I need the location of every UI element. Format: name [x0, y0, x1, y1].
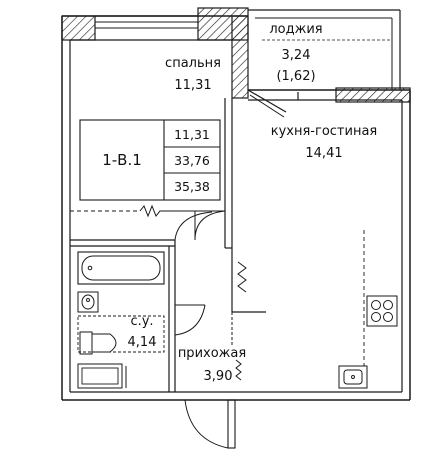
kitchen-living-area: 14,41: [305, 146, 342, 161]
loggia-area-reduced: (1,62): [276, 69, 315, 84]
washer-area: [77, 315, 165, 353]
hatched-columns: [61, 7, 411, 103]
bathroom-door: [174, 304, 206, 336]
partition-bedroom-kitchen: [224, 98, 233, 249]
bathtub-icon: [77, 251, 165, 285]
bedroom-boundary: [70, 204, 225, 218]
bath-cabinet: [77, 363, 127, 389]
hallway-name: прихожая: [178, 346, 246, 361]
bathroom-name: с.у.: [130, 314, 153, 329]
loggia-outline: [248, 9, 401, 90]
kitchen-sink-icon: [338, 365, 368, 389]
kitchen-living-name: кухня-гостиная: [271, 124, 378, 139]
toilet-icon: [79, 331, 117, 355]
bedroom-area: 11,31: [174, 78, 211, 93]
bedroom-door: [174, 210, 226, 241]
bedroom-name: спальня: [165, 56, 221, 71]
loggia-door: [247, 89, 299, 118]
unit-living-area: 11,31: [174, 127, 210, 142]
hallway-area: 3,90: [204, 369, 233, 384]
entry-door: [184, 399, 236, 449]
bathroom-walls: [70, 239, 176, 392]
bathroom-area: 4,14: [128, 335, 157, 350]
unit-code: 1-В.1: [102, 151, 142, 169]
unit-total-area-with-loggia: 35,38: [174, 179, 210, 194]
partition-hallway-kitchen: [231, 248, 266, 381]
unit-total-area: 33,76: [174, 153, 210, 168]
sink-icon: [77, 291, 99, 313]
bedroom-window: [95, 15, 198, 29]
loggia-name: лоджия: [269, 22, 322, 37]
summary-table: [79, 119, 221, 201]
stove-icon: [366, 295, 398, 327]
loggia-area: 3,24: [282, 48, 311, 63]
